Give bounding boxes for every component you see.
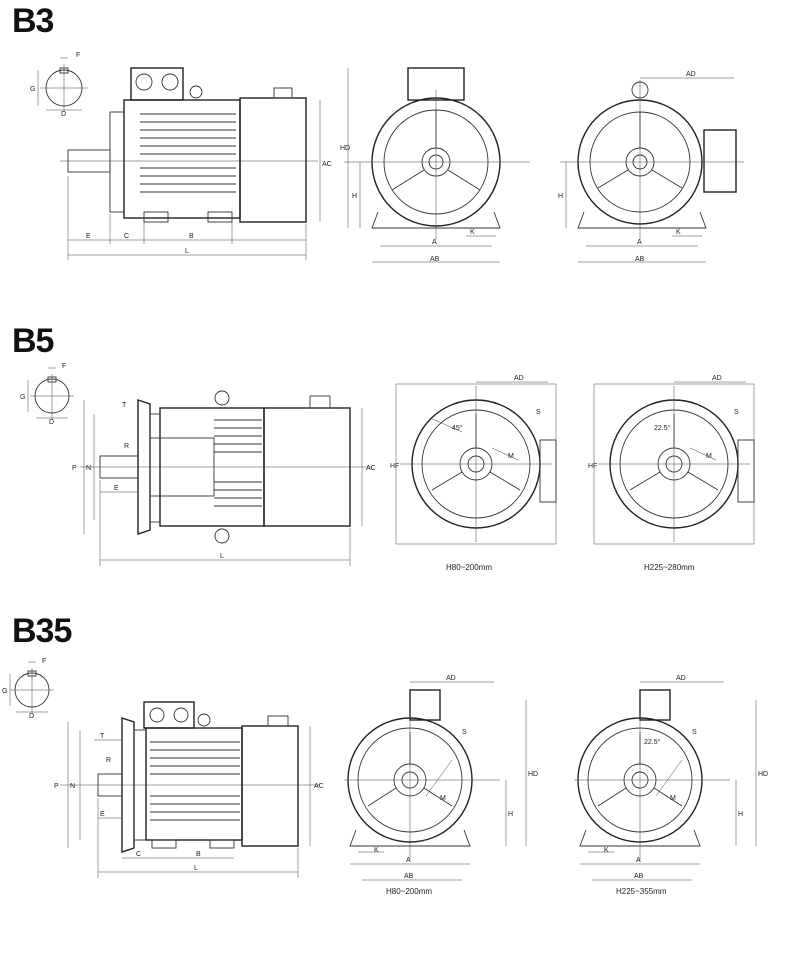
b35-front-view-1: AD S M HD H K A AB H80~200mm: [344, 675, 538, 896]
b35-front1-label-s: S: [462, 729, 467, 736]
b5-front1-label-ad: AD: [514, 375, 524, 382]
b35-dim-label-l: L: [194, 865, 198, 872]
b3-key-label-g: G: [30, 86, 35, 93]
b5-front2-label-ad: AD: [712, 375, 722, 382]
b35-front2-label-angle: 22.5°: [644, 738, 661, 746]
b35-front2-label-a: A: [636, 857, 641, 864]
b5-front2-label-s: S: [734, 409, 739, 416]
b5-shaft-key-detail: F G D: [20, 363, 74, 426]
b35-dim-label-r: R: [106, 757, 111, 764]
b5-front2-label-hf: HF: [588, 463, 597, 470]
b35-dim-label-p: P: [54, 783, 59, 790]
b35-key-label-g: G: [2, 688, 7, 695]
b3-dim-label-b: B: [189, 233, 194, 240]
b3-front2-label-ab: AB: [635, 256, 645, 263]
b35-dim-label-ac: AC: [314, 783, 324, 790]
b5-dim-label-l: L: [220, 553, 224, 560]
b35-front2-label-s: S: [692, 729, 697, 736]
b3-front1-label-h: H: [352, 193, 357, 200]
b5-front-view-2: AD S M HF 22.5° H225~280mm: [588, 375, 755, 572]
b35-front2-label-ad: AD: [676, 675, 686, 682]
section-title-b5: B5: [12, 322, 54, 360]
b5-dim-label-e: E: [114, 485, 119, 492]
b35-front2-label-m: M: [670, 795, 676, 802]
b3-key-label-f: F: [76, 52, 80, 59]
b5-front1-label-m: M: [508, 453, 514, 460]
b3-side-view: E C B L AC: [60, 67, 332, 260]
b35-dim-label-b: B: [196, 851, 201, 858]
b3-front-view-1: HD H A AB K: [340, 67, 530, 263]
b35-key-label-f: F: [42, 658, 46, 665]
b5-front1-label-hf: HF: [390, 463, 399, 470]
b5-front1-label-s: S: [536, 409, 541, 416]
b35-front1-label-k: K: [374, 847, 379, 854]
b5-front1-label-angle: 45°: [452, 424, 463, 432]
b3-front2-label-k: K: [676, 229, 681, 236]
b35-front1-label-ad: AD: [446, 675, 456, 682]
b3-dim-label-ac: AC: [322, 161, 332, 168]
section-title-b35: B35: [12, 612, 72, 650]
b35-front2-label-k: K: [604, 847, 609, 854]
b35-key-label-d: D: [29, 713, 34, 720]
b3-key-label-d: D: [61, 111, 66, 118]
b35-front1-label-h: H: [508, 811, 513, 818]
b35-front1-label-hd: HD: [528, 771, 538, 778]
b5-front-view-1: AD S M HF 45° H80~200mm: [390, 375, 557, 572]
b35-side-view: T R P N E C B L AC: [54, 701, 324, 878]
b35-dim-label-n: N: [70, 783, 75, 790]
b3-dim-label-c: C: [124, 233, 129, 240]
b35-front1-label-a: A: [406, 857, 411, 864]
b5-front2-label-m: M: [706, 453, 712, 460]
b3-dim-label-l: L: [185, 248, 189, 255]
section-title-b3: B3: [12, 2, 54, 40]
b3-shaft-key-detail: F G D: [30, 52, 88, 118]
b35-dim-label-t: T: [100, 733, 105, 740]
b3-front2-label-ad: AD: [686, 71, 696, 78]
b5-cooling-fins: [214, 419, 262, 507]
b35-dim-label-e: E: [100, 811, 105, 818]
b5-caption-2: H225~280mm: [644, 563, 695, 572]
b5-dim-label-ac: AC: [366, 465, 376, 472]
b3-front1-label-hd: HD: [340, 145, 350, 152]
b5-key-label-f: F: [62, 363, 66, 370]
b5-key-label-g: G: [20, 394, 25, 401]
b35-front1-label-m: M: [440, 795, 446, 802]
b35-shaft-key-detail: F G D: [2, 658, 54, 720]
b35-cooling-fins: [150, 741, 240, 821]
b35-front1-label-ab: AB: [404, 873, 414, 880]
b5-front2-label-angle: 22.5°: [654, 424, 671, 432]
b5-dim-label-n: N: [86, 465, 91, 472]
b3-front2-label-h: H: [558, 193, 563, 200]
b5-dim-label-r: R: [124, 443, 129, 450]
b35-dim-label-c: C: [136, 851, 141, 858]
b35-front2-label-hd: HD: [758, 771, 768, 778]
b5-dim-label-t: T: [122, 402, 127, 409]
b3-front1-label-k: K: [470, 229, 475, 236]
b3-dim-label-e: E: [86, 233, 91, 240]
b5-dim-label-p: P: [72, 465, 77, 472]
b35-front-view-2: AD S M HD H K A AB 22.5° H225~355mm: [574, 675, 768, 896]
b35-caption-2: H225~355mm: [616, 887, 667, 896]
b3-front-view-2: AD H A AB K: [558, 71, 744, 263]
b35-front2-label-h: H: [738, 811, 743, 818]
b5-side-view: T R P N E L AC: [72, 390, 376, 566]
b3-front1-label-a: A: [432, 239, 437, 246]
b5-caption-1: H80~200mm: [446, 563, 492, 572]
b5-key-label-d: D: [49, 419, 54, 426]
b3-front1-label-ab: AB: [430, 256, 440, 263]
b3-cooling-fins: [140, 113, 236, 193]
b3-front2-label-a: A: [637, 239, 642, 246]
b35-caption-1: H80~200mm: [386, 887, 432, 896]
b35-front2-label-ab: AB: [634, 873, 644, 880]
